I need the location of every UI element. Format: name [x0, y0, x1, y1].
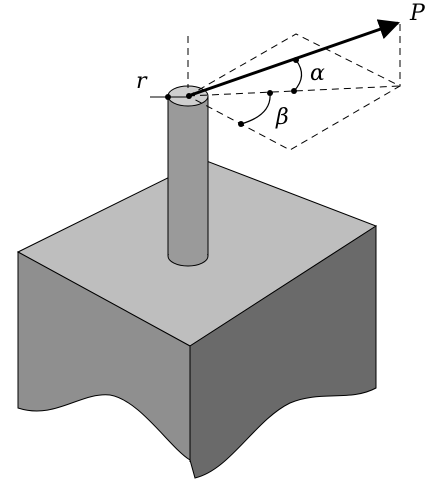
label-angle-beta: β: [275, 105, 289, 130]
label-radius-r: r: [136, 69, 148, 94]
force-vector: [187, 19, 400, 98]
center-point: [186, 93, 192, 99]
block-right-face: [189, 225, 377, 479]
beta-arc-end-bottom: [238, 121, 244, 127]
angle-beta-arc: [240, 92, 271, 125]
beta-arc-end-top: [267, 90, 273, 96]
shaft: [167, 85, 209, 267]
radius-end-point: [165, 94, 171, 100]
label-force-p: P: [409, 1, 426, 26]
angle-alpha-arc: [293, 59, 303, 92]
label-angle-alpha: α: [310, 61, 325, 86]
alpha-arc-end-top: [293, 57, 299, 63]
marker-points: [165, 57, 299, 127]
block-left-face: [17, 251, 191, 461]
construction-lines: [186, 24, 402, 151]
alpha-arc-end-bottom: [291, 88, 297, 94]
